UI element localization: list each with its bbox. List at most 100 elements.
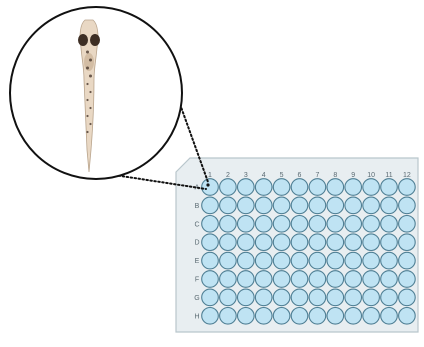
well — [273, 234, 290, 251]
row-label: H — [194, 313, 199, 320]
well — [309, 216, 326, 233]
column-label: 11 — [385, 172, 392, 179]
row-label: B — [195, 203, 200, 210]
well — [220, 179, 237, 196]
well — [399, 179, 416, 196]
well — [255, 289, 272, 306]
well — [363, 234, 380, 251]
sampled-well-marker — [206, 183, 209, 186]
column-label: 12 — [403, 172, 411, 179]
larva-yolk — [84, 53, 94, 71]
larva-pigment-spot — [89, 59, 92, 62]
well — [273, 289, 290, 306]
column-label: 8 — [333, 172, 337, 179]
larva-pigment-spot — [86, 51, 89, 54]
well — [202, 271, 219, 288]
well — [220, 234, 237, 251]
well — [363, 308, 380, 325]
well — [238, 289, 255, 306]
well — [220, 289, 237, 306]
well — [327, 252, 344, 269]
column-label: 6 — [298, 172, 302, 179]
well — [345, 252, 362, 269]
well — [291, 234, 308, 251]
well — [220, 197, 237, 214]
well — [363, 289, 380, 306]
well — [220, 216, 237, 233]
well — [309, 234, 326, 251]
well — [220, 252, 237, 269]
well — [273, 308, 290, 325]
row-label: D — [194, 240, 199, 247]
larva-pigment-spot — [86, 83, 88, 85]
well-highlighted — [202, 179, 219, 196]
well — [399, 271, 416, 288]
well — [399, 289, 416, 306]
well — [381, 216, 398, 233]
column-label: 7 — [315, 172, 319, 179]
larva-pigment-spot — [89, 107, 91, 109]
well — [399, 252, 416, 269]
well — [220, 271, 237, 288]
well — [327, 271, 344, 288]
row-label: G — [194, 295, 199, 302]
well — [238, 271, 255, 288]
well — [202, 252, 219, 269]
well — [309, 308, 326, 325]
well — [255, 252, 272, 269]
well — [309, 271, 326, 288]
row-label: E — [195, 258, 200, 265]
well — [327, 179, 344, 196]
well — [381, 179, 398, 196]
well — [291, 216, 308, 233]
well — [309, 179, 326, 196]
well — [381, 308, 398, 325]
larva-pigment-spot — [86, 67, 89, 70]
well — [345, 289, 362, 306]
well — [345, 179, 362, 196]
well — [273, 197, 290, 214]
well — [345, 197, 362, 214]
well — [327, 197, 344, 214]
well — [363, 216, 380, 233]
well — [309, 289, 326, 306]
well — [238, 234, 255, 251]
well — [363, 179, 380, 196]
well — [291, 197, 308, 214]
well — [202, 308, 219, 325]
well — [399, 216, 416, 233]
well — [381, 289, 398, 306]
well — [255, 234, 272, 251]
larva-eye-right — [90, 34, 100, 46]
larva-pigment-spot — [86, 115, 88, 117]
well — [399, 197, 416, 214]
well — [291, 179, 308, 196]
well — [202, 234, 219, 251]
well — [381, 252, 398, 269]
well — [238, 197, 255, 214]
larva-eye-left — [78, 34, 88, 46]
well — [399, 234, 416, 251]
well — [255, 179, 272, 196]
column-label: 4 — [262, 172, 266, 179]
well — [363, 252, 380, 269]
well — [291, 271, 308, 288]
well — [202, 197, 219, 214]
row-label: C — [194, 221, 199, 228]
well — [273, 216, 290, 233]
well — [202, 216, 219, 233]
well — [345, 216, 362, 233]
well — [238, 216, 255, 233]
well — [381, 197, 398, 214]
well — [363, 197, 380, 214]
larva-pigment-spot — [86, 99, 88, 101]
well — [309, 252, 326, 269]
well — [399, 308, 416, 325]
well — [238, 252, 255, 269]
well — [273, 252, 290, 269]
column-label: 9 — [351, 172, 355, 179]
well — [327, 289, 344, 306]
well — [327, 308, 344, 325]
well — [309, 197, 326, 214]
